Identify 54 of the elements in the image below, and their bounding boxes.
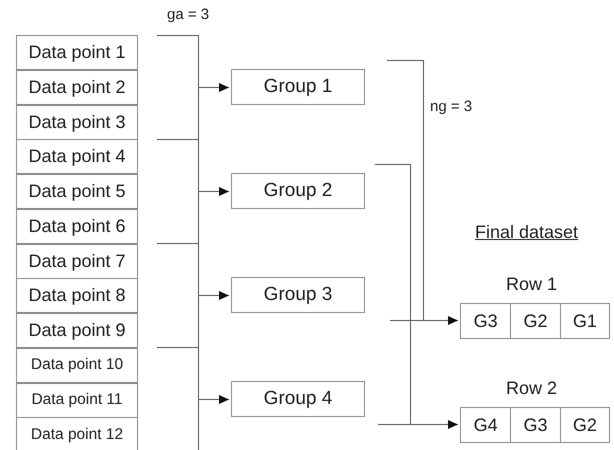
- section-heading: Final dataset: [475, 222, 578, 243]
- arrow: [198, 187, 230, 196]
- parameter-label: ng = 3: [430, 98, 472, 115]
- table-cell: G2: [510, 304, 560, 338]
- box-label: Data point 2: [28, 76, 126, 98]
- data-cell: [16, 174, 138, 209]
- table-cell: G1: [560, 304, 609, 338]
- parameter-label: ga = 3: [167, 6, 210, 23]
- table-cell: G3: [510, 408, 560, 442]
- bracket: [387, 60, 424, 321]
- data-cell: [16, 208, 138, 244]
- data-cell: [16, 417, 138, 450]
- box-label: Data point 5: [28, 181, 126, 202]
- table-row: [460, 407, 610, 443]
- box-label: Data point 3: [28, 112, 126, 132]
- box-label: Data point 4: [28, 146, 126, 168]
- box-label: Group 4: [264, 388, 332, 410]
- data-cell: [16, 104, 138, 140]
- box-label: Data point 1: [28, 42, 126, 63]
- box-label: Group 3: [264, 284, 332, 306]
- process-box: [231, 69, 365, 105]
- arrow: [198, 83, 230, 92]
- box-label: Data point 12: [30, 426, 124, 444]
- arrow: [410, 420, 458, 429]
- data-cell: [16, 244, 138, 278]
- box-label: Data point 6: [28, 216, 126, 237]
- table-cell: G3: [461, 304, 510, 338]
- bracket: [157, 35, 199, 450]
- data-cell: [16, 139, 138, 174]
- data-cell: [16, 35, 138, 70]
- bracket: [375, 164, 411, 425]
- process-box: [231, 277, 365, 313]
- box-label: Data point 7: [28, 250, 126, 272]
- arrow: [198, 395, 230, 404]
- row-heading: Row 1: [506, 274, 558, 295]
- box-label: Data point 11: [31, 391, 123, 409]
- data-cell: [16, 70, 138, 105]
- box-label: Group 2: [264, 180, 332, 202]
- data-cell: [16, 348, 138, 383]
- arrow: [423, 316, 458, 325]
- table-cell: G4: [461, 408, 510, 442]
- box-label: Group 1: [264, 76, 332, 98]
- table-cell: G2: [560, 408, 609, 442]
- box-label: Data point 10: [30, 356, 124, 374]
- data-cell: [16, 313, 138, 348]
- row-heading: Row 2: [506, 378, 558, 399]
- process-box: [231, 381, 365, 417]
- data-cell: [16, 382, 138, 418]
- box-label: Data point 9: [28, 320, 126, 341]
- table-row: [460, 303, 610, 339]
- data-cell: [16, 278, 138, 314]
- arrow: [198, 291, 230, 300]
- process-box: [231, 173, 365, 209]
- box-label: Data point 8: [28, 285, 126, 306]
